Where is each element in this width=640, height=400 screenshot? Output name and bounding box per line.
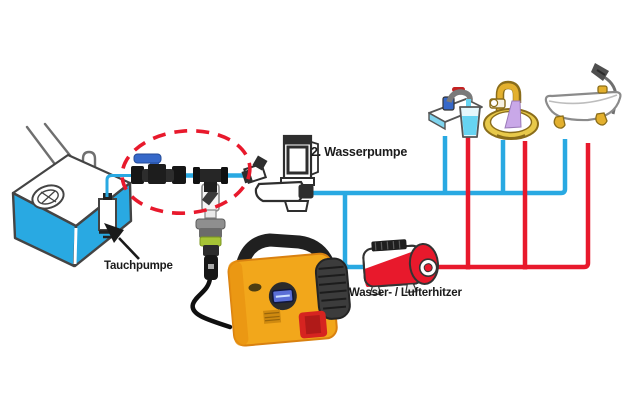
power-station-icon [227,233,351,347]
label-heater: Wasser- / Lufterhitzer [349,287,462,299]
power-cable-icon [190,275,233,330]
shutoff-valve-icon [131,153,186,184]
washbasin-icon [483,80,539,140]
label-wasserpumpe2: 2. Wasserpumpe [311,145,408,159]
t-connector-icon [193,167,228,192]
label-tauchpumpe: Tauchpumpe [104,260,173,272]
water-tank-icon [11,122,133,268]
kitchen-faucet-icon [428,87,483,138]
bathtub-icon [544,63,622,129]
water-pump-2-icon [241,134,319,212]
hot-water-pipes [428,137,591,270]
highlight-ellipse [120,128,252,216]
water-air-heater-icon [362,239,439,296]
quick-connector-icon [195,218,226,280]
pointer-arrow [104,223,140,260]
